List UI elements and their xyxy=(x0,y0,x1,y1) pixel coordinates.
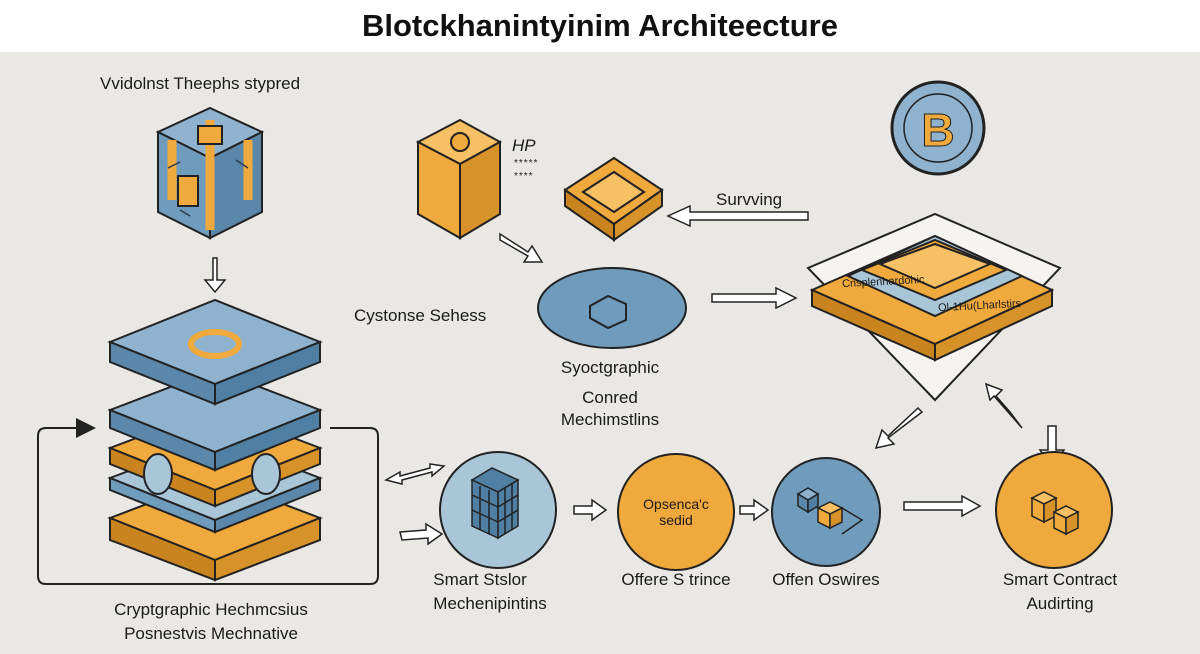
label-stars-2: **** xyxy=(514,171,534,182)
title-bar: Blotckhanintyinim Architeecture xyxy=(0,0,1200,52)
label-offere: Offere S trince xyxy=(621,570,731,589)
label-stars-1: ***** xyxy=(514,158,539,169)
label-mechimstlins: Mechimstlins xyxy=(560,410,660,429)
label-opsenca-2: sedid xyxy=(659,512,693,528)
arrow-right-1 xyxy=(399,522,444,546)
label-opsenca-1: Opsenca'c xyxy=(643,496,709,512)
arrow-right-4 xyxy=(903,494,982,518)
small-cubes-icon xyxy=(796,487,864,535)
loop-arrow xyxy=(37,418,379,585)
arrow-right-3 xyxy=(739,498,770,522)
layered-stack-icon xyxy=(107,298,323,582)
label-hp: HP xyxy=(512,136,536,155)
arrow-right-platform xyxy=(711,286,798,310)
inset-block-icon xyxy=(563,156,664,242)
label-conred: Conred xyxy=(582,388,638,407)
label-crypto-1: Cryptgraphic Hechmcsius xyxy=(114,600,308,619)
page-title: Blotckhanintyinim Architeecture xyxy=(361,8,838,43)
arrow-right-2 xyxy=(573,498,608,522)
block-pair-icon xyxy=(1030,491,1080,536)
label-offen: Offen Oswires xyxy=(772,570,880,589)
arrow-diag-3 xyxy=(984,382,1023,429)
opsenca-node xyxy=(617,453,735,571)
label-audirting: Audirting xyxy=(1026,594,1094,613)
smart-stslor-node xyxy=(439,451,557,569)
label-surviving: Survving xyxy=(716,190,783,209)
label-smart-stslor: Smart Stslor xyxy=(433,570,527,589)
label-syoctgraphic: Syoctgraphic xyxy=(560,358,660,377)
locked-cube-icon xyxy=(155,106,265,240)
label-crypto-2: Posnestvis Mechnative xyxy=(124,624,298,643)
svg-text:B: B xyxy=(921,104,954,156)
bitcoin-coin-icon: B xyxy=(890,80,986,176)
arrow-diag-2 xyxy=(874,406,924,450)
label-top-left: Vvidolnst Theephs stypred xyxy=(100,74,301,93)
label-mechenipintins: Mechenipintins xyxy=(433,594,547,613)
label-smart-contract: Smart Contract xyxy=(1002,570,1118,589)
arrow-left-surviving xyxy=(666,204,809,228)
arrow-bidirectional xyxy=(384,463,446,485)
platform-icon xyxy=(806,212,1062,402)
cube-grid-icon xyxy=(470,467,520,540)
orange-block-icon xyxy=(415,118,503,240)
smart-contract-node xyxy=(995,451,1113,569)
cystonse-node xyxy=(537,267,687,349)
label-cystonse: Cystonse Sehess xyxy=(354,306,487,325)
arrow-down-1 xyxy=(203,257,227,294)
arrow-diag-1 xyxy=(499,232,544,263)
offen-node xyxy=(771,457,881,567)
